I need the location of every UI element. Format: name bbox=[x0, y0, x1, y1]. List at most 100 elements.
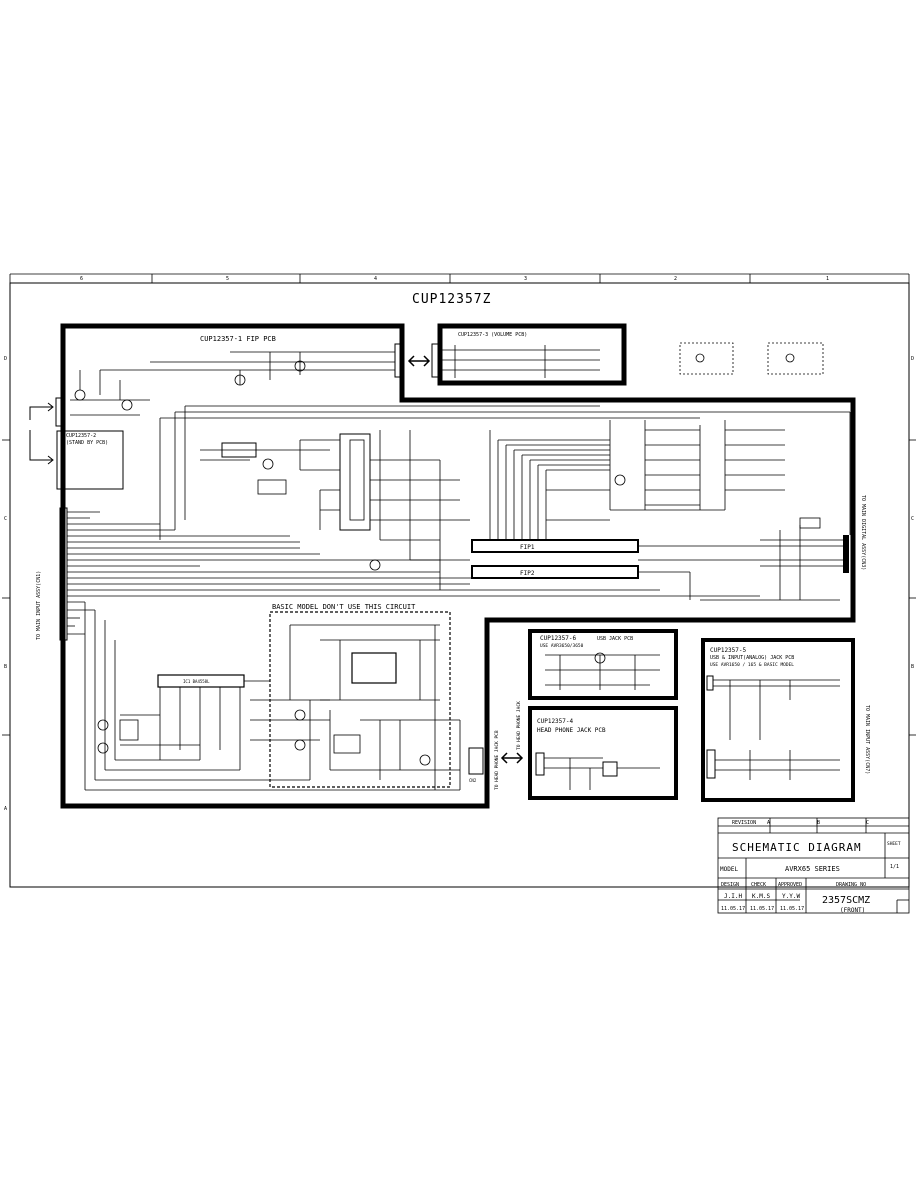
design-date: 11.05.17 bbox=[721, 906, 745, 912]
grid-ruler-sides bbox=[2, 439, 916, 736]
right-lower-label: TO MAIN INPUT ASSY(CN7) bbox=[864, 705, 870, 774]
basic-model-dashed-box bbox=[269, 611, 451, 788]
right-digital-connector bbox=[843, 535, 849, 573]
grid-row-c-left: C bbox=[4, 516, 7, 522]
option-box-1 bbox=[679, 342, 734, 375]
design-name: J.I.H bbox=[724, 893, 742, 900]
approved-label: APPROVED bbox=[778, 882, 802, 888]
transistor-13 bbox=[262, 458, 274, 470]
schematic-diagram-title: SCHEMATIC DIAGRAM bbox=[732, 841, 862, 854]
usb-pcb-id: CUP12357-6 bbox=[540, 635, 577, 642]
volume-pcb-label: CUP12357-3 (VOLUME PCB) bbox=[458, 332, 527, 338]
standby-id-label: CUP12357-2 bbox=[66, 433, 96, 439]
component-glyphs bbox=[74, 353, 821, 766]
transistor-15 bbox=[695, 353, 705, 363]
approved-name: Y.Y.W bbox=[782, 893, 800, 900]
right-connector-label: TO MAIN DIGITAL ASSY(CN3) bbox=[860, 495, 866, 570]
rev-letter-a: A bbox=[767, 820, 770, 826]
transistor-9 bbox=[419, 754, 431, 766]
fip2-display bbox=[471, 565, 639, 579]
fip2-label: FIP2 bbox=[520, 570, 535, 577]
usb-input-pcb-outline bbox=[701, 638, 855, 802]
grid-column-labels: 6 5 4 3 2 1 bbox=[80, 276, 829, 282]
ic-switch bbox=[351, 652, 397, 684]
option-box-2 bbox=[767, 342, 824, 375]
double-arrow-headphone bbox=[500, 752, 524, 764]
center-vertical-label: TO HEAD PHONE JACK PCB bbox=[494, 730, 500, 790]
check-label: CHECK bbox=[751, 882, 766, 888]
grid-col-1: 1 bbox=[826, 276, 829, 282]
fip-pcb-label: CUP12357-1 FIP PCB bbox=[200, 335, 276, 343]
left-connector-label: TO MAIN INPUT ASSY(CN1) bbox=[36, 571, 42, 640]
double-arrow-fip-volume bbox=[407, 355, 431, 367]
check-date: 11.05.17 bbox=[750, 906, 774, 912]
headphone-jack-symbol bbox=[602, 761, 618, 777]
transistor-14 bbox=[785, 353, 795, 363]
switch-block bbox=[333, 734, 361, 754]
headphone-pcb-name: HEAD PHONE JACK PCB bbox=[537, 727, 606, 734]
ic-transistor-array bbox=[339, 433, 371, 531]
transistor-8 bbox=[294, 739, 306, 751]
usb-input-pcb-id: CUP12357-5 bbox=[710, 647, 747, 654]
fip1-label: FIP1 bbox=[520, 544, 535, 551]
grid-row-b-right: B bbox=[911, 664, 914, 670]
transistor-1 bbox=[234, 374, 246, 386]
transistor-6 bbox=[614, 474, 626, 486]
revision-label: REVISION bbox=[732, 820, 756, 826]
cn2-label: CN2 bbox=[469, 778, 477, 783]
headphone-pcb-id: CUP12357-4 bbox=[537, 718, 574, 725]
schematic-wiring bbox=[67, 345, 851, 791]
headphone-connector bbox=[535, 752, 545, 776]
grid-row-d-left: D bbox=[4, 356, 7, 362]
design-label: DESIGN bbox=[721, 882, 739, 888]
grid-row-labels: D C B A D C B bbox=[4, 356, 914, 812]
grid-row-a-left: A bbox=[4, 806, 7, 812]
headphone-pcb-outline bbox=[528, 706, 678, 800]
usb-input-connector bbox=[706, 675, 714, 691]
grid-ruler-top bbox=[9, 273, 910, 283]
volume-connector bbox=[431, 343, 441, 378]
transistor-10 bbox=[594, 652, 606, 664]
drawing-border bbox=[9, 282, 910, 888]
coil-block bbox=[257, 479, 287, 495]
main-title: CUP12357Z bbox=[412, 292, 491, 307]
grid-col-2: 2 bbox=[674, 276, 677, 282]
grid-col-5: 5 bbox=[226, 276, 229, 282]
rev-letter-c: C bbox=[866, 820, 869, 826]
sheet-value: 1/1 bbox=[890, 864, 899, 870]
transistor-5 bbox=[369, 559, 381, 571]
fip-pcb-outline bbox=[60, 323, 856, 809]
cn2-connector bbox=[468, 747, 484, 775]
transistor-4 bbox=[121, 399, 133, 411]
led-block bbox=[349, 439, 365, 521]
ic-label: IC1 BA4558L bbox=[183, 679, 210, 684]
standby-name-label: (STAND BY PCB) bbox=[66, 440, 108, 446]
center-vertical-label-2: TO HEAD PHONE JACK bbox=[516, 701, 522, 750]
basic-model-note: BASIC MODEL DON'T USE THIS CIRCUIT bbox=[272, 603, 416, 611]
model-label: MODEL bbox=[720, 866, 738, 873]
grid-row-b-left: B bbox=[4, 664, 7, 670]
transistor-3 bbox=[74, 389, 86, 401]
sheet-label: SHEET bbox=[887, 841, 901, 847]
transistor-2 bbox=[294, 360, 306, 372]
usb-pcb-use: USE AVR3650/3650 bbox=[540, 643, 584, 649]
rev-letter-b: B bbox=[817, 820, 820, 826]
drawing-sub-value: (FRONT) bbox=[840, 907, 865, 914]
title-block bbox=[717, 817, 910, 914]
fip1-display bbox=[471, 539, 639, 553]
transistor-12 bbox=[97, 742, 109, 754]
grid-col-3: 3 bbox=[524, 276, 527, 282]
transistor-11 bbox=[97, 719, 109, 731]
grid-col-6: 6 bbox=[80, 276, 83, 282]
standby-connector bbox=[55, 397, 65, 427]
fip-top-connector bbox=[394, 343, 404, 378]
usb-jack-pcb-outline bbox=[528, 629, 678, 700]
usb-input-pcb-name: USB & INPUT(ANALOG) JACK PCB bbox=[710, 655, 794, 661]
transistor-7 bbox=[294, 709, 306, 721]
check-name: K.M.S bbox=[752, 893, 770, 900]
standby-pcb-outline bbox=[56, 430, 124, 490]
left-input-connector bbox=[59, 507, 68, 641]
grid-row-c-right: C bbox=[911, 516, 914, 522]
drawing-no-label: DRAWING NO bbox=[836, 882, 866, 888]
